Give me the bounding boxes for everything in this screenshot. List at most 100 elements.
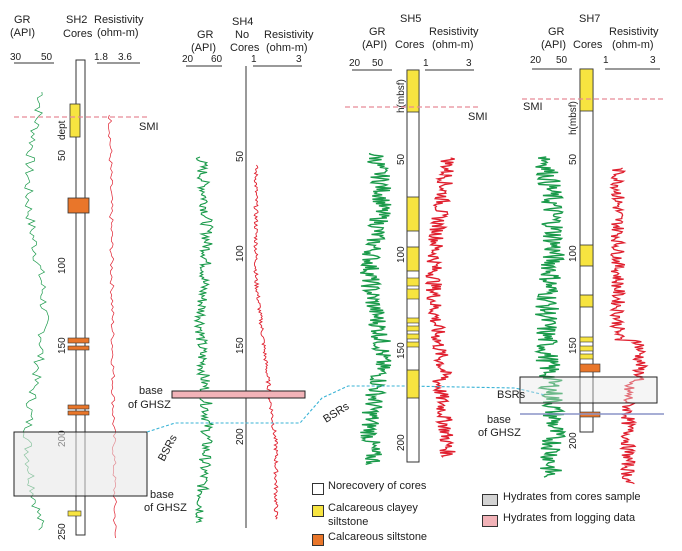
sh7-depth-tick: 200 xyxy=(568,432,579,449)
sh2-gr-tick: 30 xyxy=(10,52,22,63)
sh7-depth-tick: 50 xyxy=(568,153,579,165)
bsr-correlation-line xyxy=(146,385,546,433)
sh2-core-siltstone xyxy=(67,197,90,214)
sh5-core-clayey xyxy=(406,317,420,324)
sh4-gr-tick: 20 xyxy=(182,54,194,65)
sh5-well-id: SH5 xyxy=(400,13,421,25)
sh7-gr-header: GR xyxy=(548,26,565,38)
sh4-ghsz-box xyxy=(171,390,306,399)
sh5-res-curve xyxy=(424,157,456,458)
sh5-core-clayey xyxy=(406,196,420,232)
well-sh5: GR (API) SH5 Cores Resistivity (ohm-m) 2… xyxy=(345,13,488,463)
sh5-core-clayey xyxy=(406,288,420,300)
sh7-well-id: SH7 xyxy=(579,13,600,25)
sh5-core-clayey xyxy=(406,333,420,340)
sh2-core-siltstone xyxy=(67,345,90,351)
legend-hydrates-logging-swatch xyxy=(482,515,498,527)
sh7-smi-label: SMI xyxy=(523,101,543,113)
sh2-bsrs-label: BSRs xyxy=(156,433,180,464)
sh2-res-tick: 3.6 xyxy=(118,52,132,63)
well-sh7: GR (API) SH7 Cores Resistivity (ohm-m) 2… xyxy=(478,13,664,449)
sh4-res-curve xyxy=(253,164,279,520)
sh2-depth-tick: 100 xyxy=(57,257,68,274)
sh2-core-clayey xyxy=(67,510,82,517)
sh4-depth-tick: 200 xyxy=(235,428,246,445)
sh4-res-tick: 3 xyxy=(296,54,302,65)
sh7-res-tick: 1 xyxy=(603,55,609,66)
sh7-core-clayey xyxy=(579,294,594,308)
sh5-core-clayey xyxy=(406,69,420,113)
legend-calc-siltstone-label: Calcareous siltstone xyxy=(328,531,428,543)
sh7-core-siltstone xyxy=(579,363,601,373)
sh4-cores-header: Cores xyxy=(230,42,260,54)
legend-calc-clayey-label-2: siltstone xyxy=(328,516,369,528)
sh7-core-clayey xyxy=(579,345,594,352)
sh7-base-label: base xyxy=(487,414,511,426)
sh7-depth-tick: 100 xyxy=(568,245,579,262)
sh4-gr-unit: (API) xyxy=(191,42,216,54)
legend-calc-clayey-label: Calcareous clayey xyxy=(328,502,418,514)
sh7-gr-unit: (API) xyxy=(541,39,566,51)
sh7-cores-header: Cores xyxy=(573,39,603,51)
sh5-res-header: Resistivity xyxy=(429,26,479,38)
sh4-no-header: No xyxy=(235,29,249,41)
sh5-gr-header: GR xyxy=(369,26,386,38)
sh4-well-id: SH4 xyxy=(232,16,253,28)
sh2-well-id: SH2 xyxy=(66,14,87,26)
sh2-ghsz-label: of GHSZ xyxy=(144,502,187,514)
sh2-core-siltstone xyxy=(67,337,90,344)
sh4-res-tick: 1 xyxy=(251,54,257,65)
sh7-res-unit: (ohm-m) xyxy=(612,39,654,51)
sh2-res-unit: (ohm-m) xyxy=(97,27,139,39)
sh4-gr-curve xyxy=(193,156,215,523)
legend-calc-siltstone-swatch xyxy=(312,534,324,546)
sh2-gr-unit: (API) xyxy=(10,27,35,39)
legend-hydrates-cores-swatch xyxy=(482,494,498,506)
sh2-depth-tick: 50 xyxy=(57,149,68,161)
sh4-bsrs-label: BSRs xyxy=(321,400,352,425)
sh7-res-header: Resistivity xyxy=(609,26,659,38)
sh5-core-clayey xyxy=(406,325,420,332)
sh2-cores-header: Cores xyxy=(63,28,93,40)
sh5-res-unit: (ohm-m) xyxy=(432,39,474,51)
sh5-core-clayey xyxy=(406,369,420,399)
sh5-depth-tick: 150 xyxy=(396,342,407,359)
sh4-depth-tick: 150 xyxy=(235,337,246,354)
sh5-cores-header: Cores xyxy=(395,39,425,51)
sh2-depth-tick: 150 xyxy=(57,337,68,354)
sh2-core-clayey xyxy=(69,103,81,138)
sh4-res-header: Resistivity xyxy=(264,29,314,41)
sh7-ghsz-box xyxy=(519,376,658,404)
sh2-depth-tick: 250 xyxy=(57,523,68,540)
sh7-gr-tick: 50 xyxy=(556,55,568,66)
sh5-depth-tick: 200 xyxy=(396,434,407,451)
sh7-ghsz-label: of GHSZ xyxy=(478,427,521,439)
legend-hydrates-cores-label: Hydrates from cores sample xyxy=(503,491,641,503)
sh5-core-clayey xyxy=(406,277,420,287)
sh5-smi-label: SMI xyxy=(468,111,488,123)
sh7-res-tick: 3 xyxy=(650,55,656,66)
sh7-bsrs-label: BSRs xyxy=(497,389,526,401)
sh4-depth-tick: 100 xyxy=(235,245,246,262)
legend-norecovery-label: Norecovery of cores xyxy=(328,480,427,492)
sh5-core-clayey xyxy=(406,246,420,272)
legend-calc-clayey-swatch xyxy=(312,505,324,517)
sh2-core-column xyxy=(75,59,86,536)
sh2-gr-header: GR xyxy=(14,14,31,26)
sh2-core-siltstone xyxy=(67,410,90,416)
sh7-core-clayey xyxy=(579,68,594,112)
sh4-depth-tick: 50 xyxy=(235,150,246,162)
sh4-base-label: base xyxy=(139,385,163,397)
sh5-res-tick: 1 xyxy=(423,58,429,69)
sh7-depth-axis-label: h(mbsf) xyxy=(568,101,579,135)
sh2-ghsz-box xyxy=(13,431,148,497)
sh4-res-unit: (ohm-m) xyxy=(266,42,308,54)
log-curves-layer xyxy=(22,91,649,539)
sh4-gr-tick: 60 xyxy=(211,54,223,65)
sh2-base-label: base xyxy=(150,489,174,501)
sh5-core-clayey xyxy=(406,341,420,348)
sh5-gr-unit: (API) xyxy=(362,39,387,51)
sh4-ghsz-label: of GHSZ xyxy=(128,399,171,411)
sh2-res-header: Resistivity xyxy=(94,14,144,26)
